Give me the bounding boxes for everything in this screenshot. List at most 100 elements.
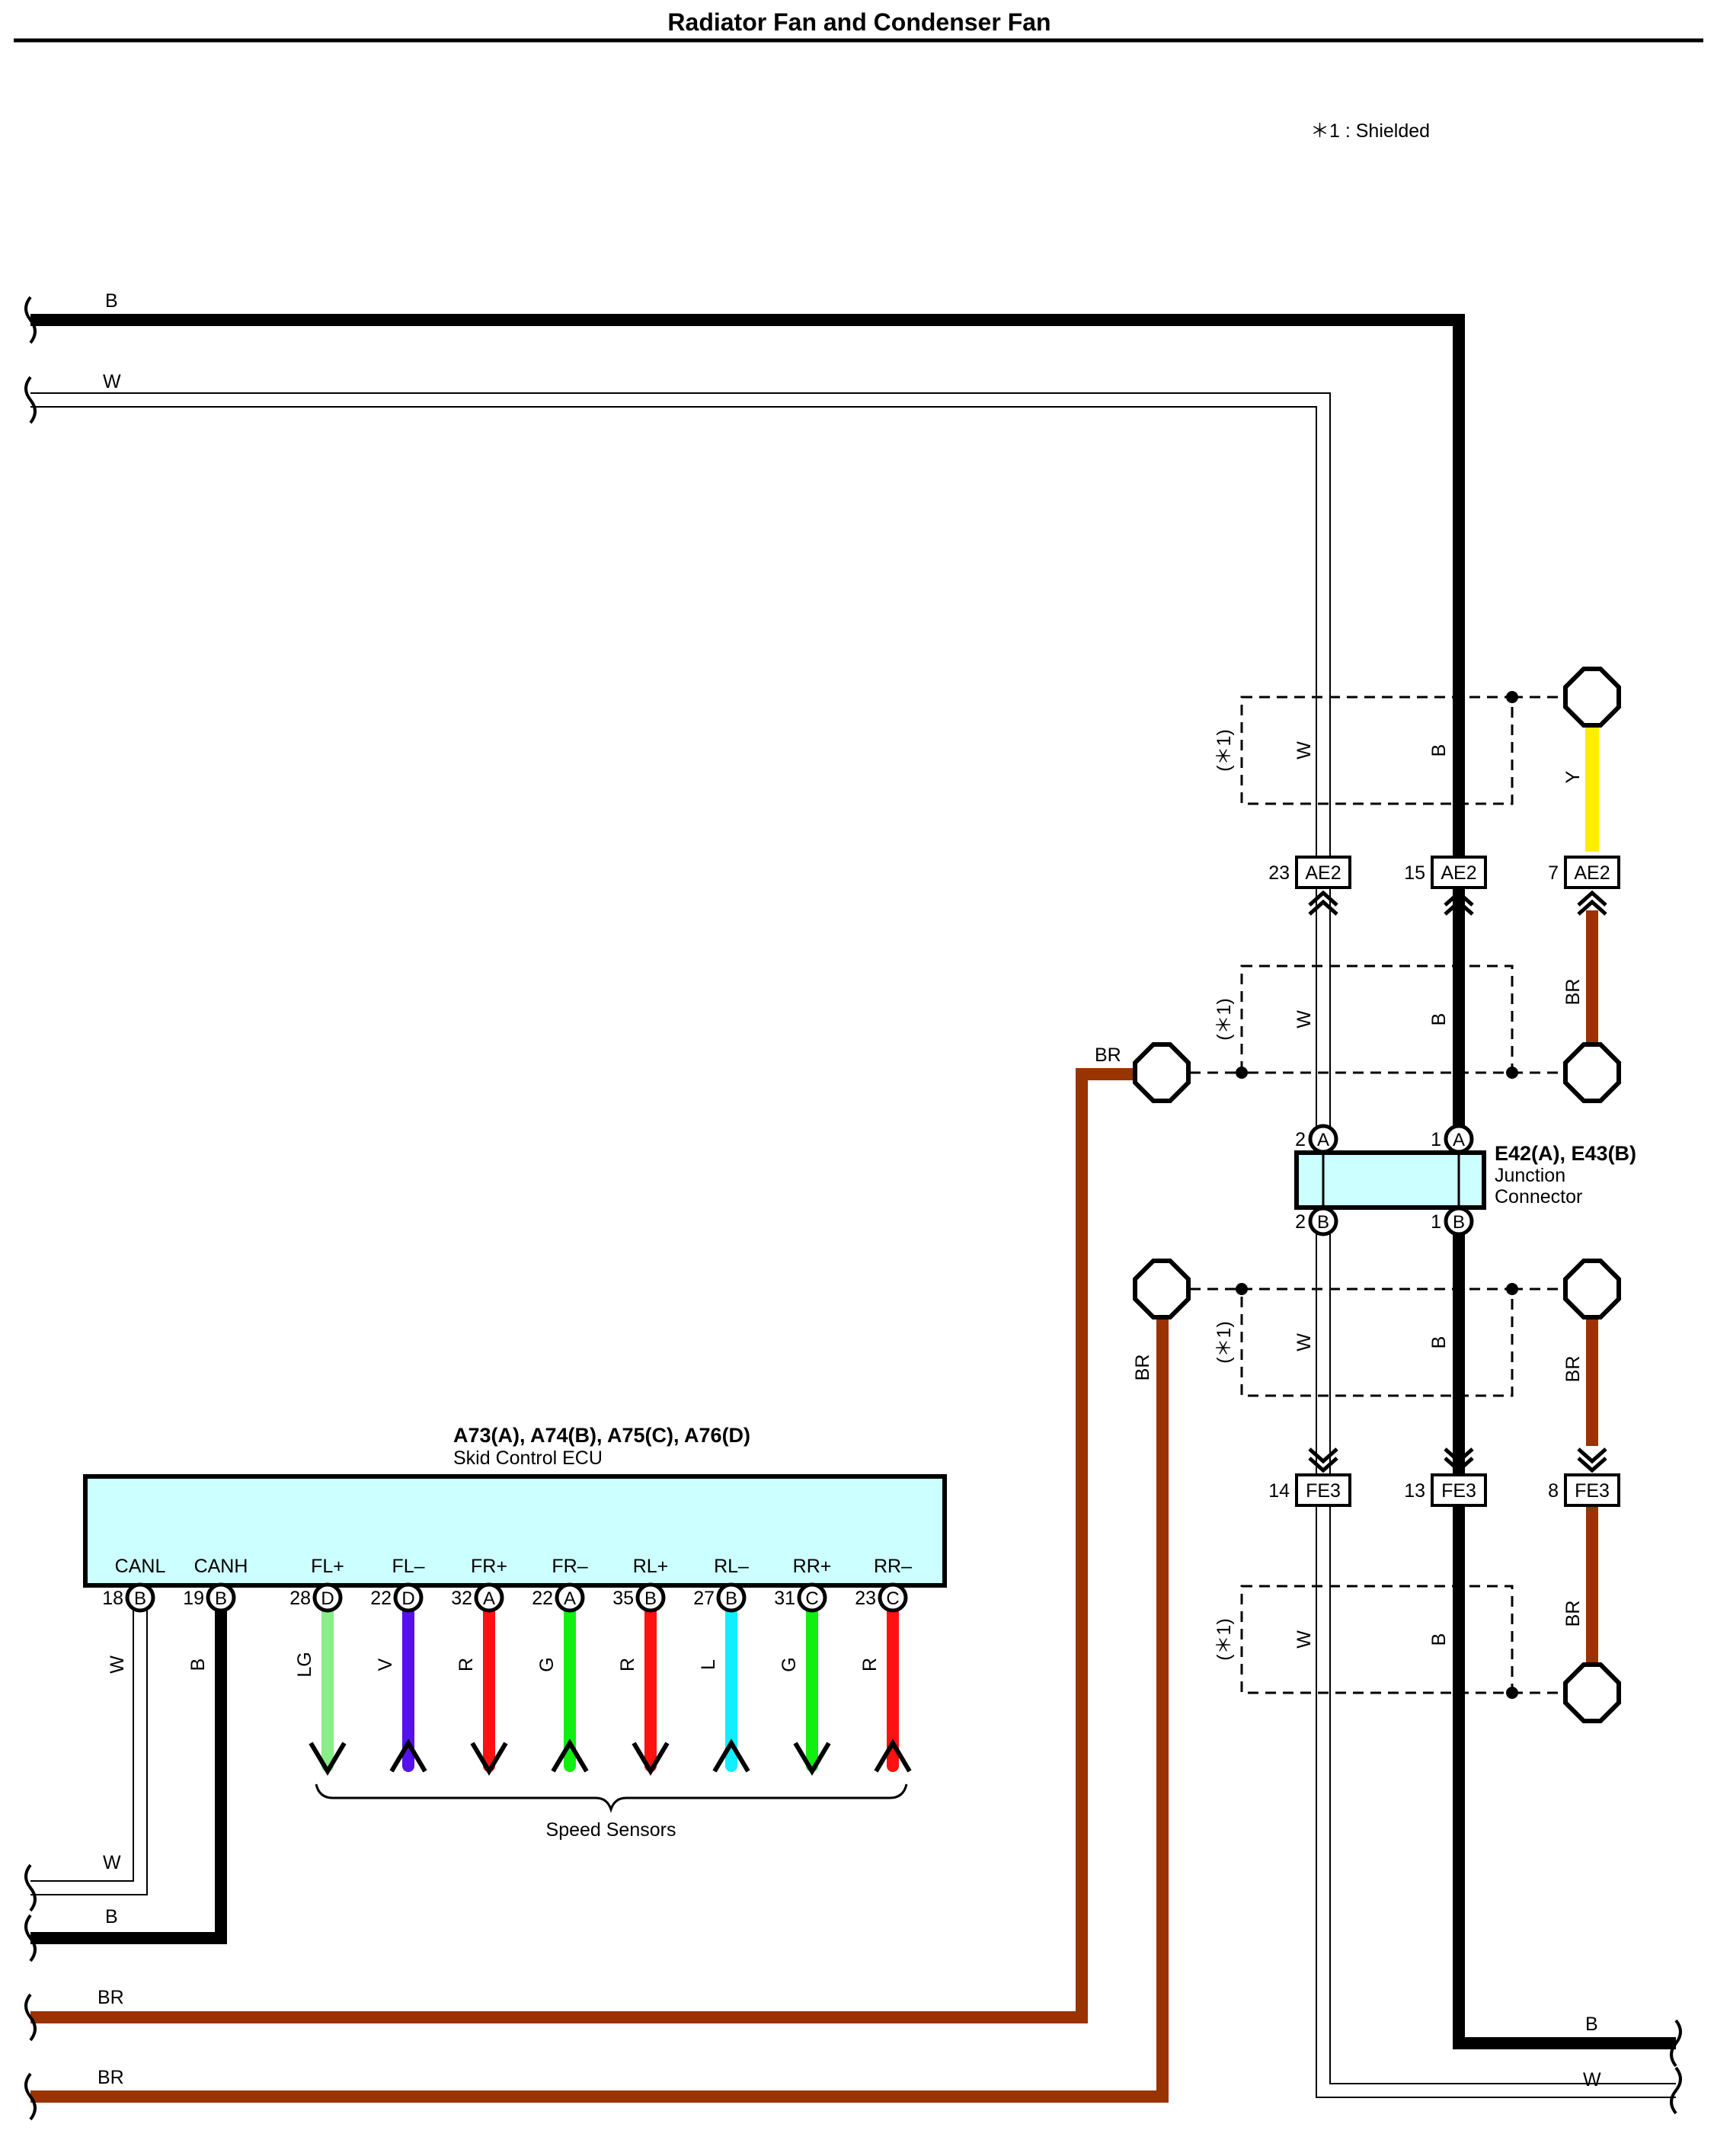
junction-line2: Connector [1495, 1186, 1582, 1208]
sensor-arrow-up-icon [551, 1739, 589, 1773]
wire-label-b-top: B [105, 290, 118, 312]
ecu-wire-color-label: LG [294, 1652, 315, 1677]
ecu-pin-label: RR– [874, 1556, 912, 1577]
wire-label-br-vertical: BR [1132, 1355, 1153, 1381]
sensor-arrow-down-icon [632, 1742, 670, 1776]
jc-pin-num: 2 [1295, 1211, 1306, 1233]
ecu-pin-letter: D [321, 1588, 334, 1609]
ecu-pin-circle[interactable] [878, 1582, 908, 1613]
ecu-pin-letter: B [725, 1588, 737, 1609]
sensor-arrow-up-icon [389, 1739, 427, 1773]
shield-wire-label-w: W [1293, 741, 1315, 760]
ecu-wire-color-label: R [617, 1658, 638, 1671]
ecu-pin-number: 35 [612, 1588, 634, 1609]
ecu-wire-color-label: G [779, 1657, 800, 1671]
wire-break-marks [24, 296, 1682, 2121]
shield-box-2: (＊1) W B [1190, 964, 1569, 1079]
jc-pin-num: 2 [1295, 1129, 1306, 1150]
ecu-pin-number: 18 [102, 1588, 123, 1609]
jc-pin-num: 1 [1431, 1211, 1441, 1233]
junction-connector[interactable]: A A B B 2 1 2 1 E42(A), E43(B) Junction … [1294, 1124, 1636, 1236]
shield-wire-label-w: W [1293, 1010, 1315, 1028]
skid-control-ecu[interactable]: A73(A), A74(B), A75(C), A76(D) Skid Cont… [83, 1424, 947, 1588]
ecu-pin-circle[interactable] [555, 1582, 585, 1613]
shield-note: ＊1 : Shielded [1310, 120, 1430, 142]
ecu-wire-color-label: V [375, 1658, 396, 1671]
ecu-pin-label: FR+ [471, 1556, 507, 1577]
shield-box-4: (＊1) W B [1214, 1585, 1569, 1699]
shield-wire-label-w: W [1293, 1630, 1315, 1649]
wire-label-y: Y [1562, 770, 1584, 783]
ecu-pin-circle[interactable] [312, 1582, 343, 1613]
fe3-pin-8: 8 [1548, 1480, 1559, 1502]
shield-ground-octagons [1133, 667, 1621, 1723]
wire-canl-w[interactable] [30, 1610, 148, 1895]
wire-w-top[interactable] [30, 392, 1676, 2098]
shield-wire-label-b: B [1428, 1633, 1450, 1646]
fe3-pin-14: 14 [1268, 1480, 1290, 1502]
ecu-pin-letter: B [215, 1588, 227, 1609]
shield-label: (＊1) [1214, 998, 1235, 1041]
wire-label-br-2: BR [98, 2067, 124, 2088]
ecu-pin-circle[interactable] [393, 1582, 424, 1613]
ecu-wire-color-label: R [456, 1658, 477, 1671]
shield-box-1: (＊1) W B [1214, 691, 1569, 805]
shield-box-3: (＊1) W B [1190, 1283, 1569, 1397]
ecu-pin-letter: C [886, 1588, 899, 1609]
ecu-subtitle: Skid Control ECU [453, 1447, 603, 1469]
ecu-wire-color-label: L [698, 1659, 719, 1670]
ecu-pin-label: CANL [115, 1556, 166, 1577]
ae2-pin-7: 7 [1548, 862, 1559, 884]
ecu-pin-label: RR+ [793, 1556, 832, 1577]
fe3-name: FE3 [1441, 1480, 1476, 1502]
sensor-arrow-up-icon [874, 1739, 912, 1773]
jc-pin-letter: A [1317, 1130, 1329, 1150]
ecu-pin-circle[interactable] [206, 1582, 236, 1613]
connector-fe3[interactable]: FE3 FE3 FE3 14 13 8 [1268, 1447, 1620, 1507]
junction-line1: Junction [1495, 1165, 1565, 1186]
ecu-wire-color-label: B [187, 1659, 209, 1671]
ecu-pin-group: CANLB18WCANHB19BFL+D28LGFL–D22VFR+A32RFR… [102, 1556, 912, 1776]
shield-label: (＊1) [1214, 1321, 1235, 1364]
ecu-wire-color-label: G [536, 1657, 558, 1671]
ecu-pin-label: FL+ [311, 1556, 344, 1577]
ecu-wire-color-label: W [107, 1655, 128, 1674]
shield-wire-label-b: B [1428, 1013, 1450, 1026]
ecu-pin-number: 32 [451, 1588, 472, 1609]
ecu-pin-number: 28 [289, 1588, 311, 1609]
jc-pin-letter: B [1453, 1212, 1465, 1233]
ecu-pin-number: 27 [693, 1588, 715, 1609]
wire-label-w-bottom: W [103, 1852, 121, 1873]
wire-br-1[interactable] [30, 1068, 1133, 2023]
wire-label-br-fe3-bottom: BR [1562, 1601, 1584, 1627]
connector-ae2[interactable]: AE2 AE2 AE2 23 15 7 [1268, 856, 1620, 916]
ecu-pin-circle[interactable] [474, 1582, 504, 1613]
ecu-pin-letter: D [401, 1588, 414, 1609]
shield-wire-label-w: W [1293, 1333, 1315, 1351]
jc-pin-num: 1 [1431, 1129, 1441, 1150]
shield-label: (＊1) [1214, 729, 1235, 772]
jc-pin-letter: A [1453, 1130, 1465, 1150]
ecu-pin-circle[interactable] [716, 1582, 747, 1613]
shield-label: (＊1) [1214, 1618, 1235, 1661]
wire-canh-b[interactable] [30, 1610, 227, 1944]
fe3-pin-13: 13 [1404, 1480, 1425, 1502]
wire-br-2[interactable] [30, 1316, 1169, 2103]
sensor-arrow-down-icon [793, 1742, 831, 1776]
ecu-pin-circle[interactable] [125, 1582, 155, 1613]
ae2-name: AE2 [1441, 862, 1476, 884]
shield-wire-label-b: B [1428, 744, 1450, 757]
ecu-title: A73(A), A74(B), A75(C), A76(D) [453, 1424, 750, 1447]
speed-sensors-brace [315, 1783, 908, 1813]
ecu-pin-circle[interactable] [635, 1582, 666, 1613]
ecu-pin-letter: B [644, 1588, 657, 1609]
ecu-pin-label: CANH [194, 1556, 248, 1577]
shield-wire-label-b: B [1428, 1336, 1450, 1349]
ecu-pin-number: 22 [532, 1588, 553, 1609]
ecu-pin-letter: A [564, 1588, 576, 1609]
ecu-pin-letter: A [483, 1588, 495, 1609]
wire-label-w-right: W [1583, 2069, 1601, 2090]
ecu-pin-circle[interactable] [797, 1582, 827, 1613]
wire-label-br-elbow: BR [1095, 1044, 1121, 1066]
ecu-pin-letter: C [805, 1588, 818, 1609]
